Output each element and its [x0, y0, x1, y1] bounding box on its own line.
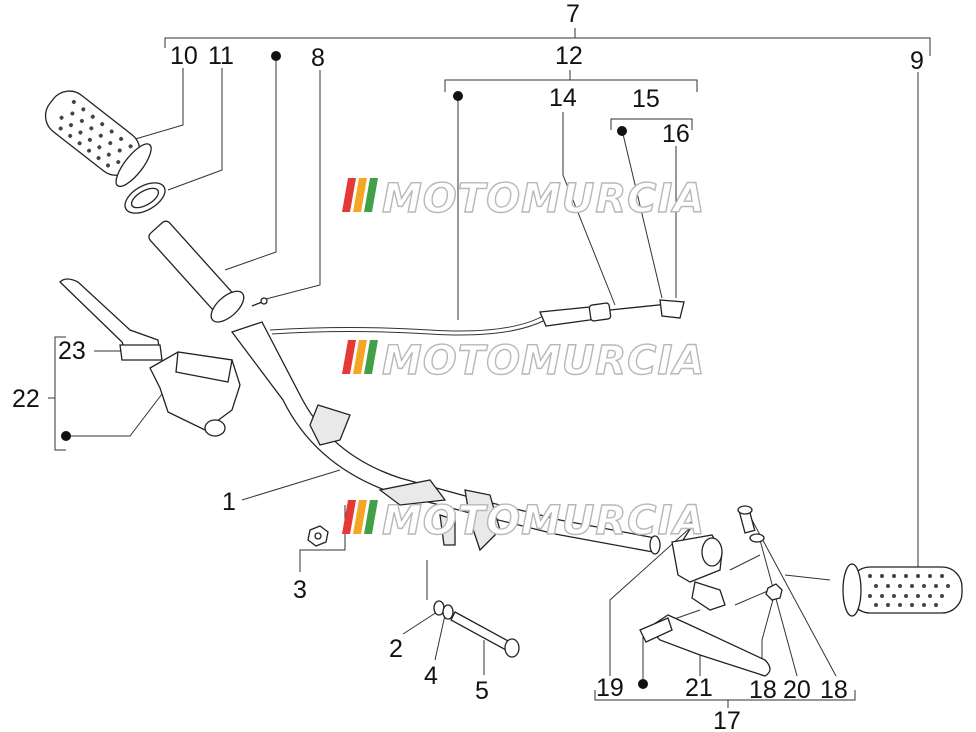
rear-brake-assembly-part [639, 534, 771, 677]
svg-text:MOTOMURCIA: MOTOMURCIA [382, 498, 705, 544]
watermark-logo-2: MOTOMURCIA [342, 337, 705, 385]
dot-markers [61, 51, 648, 689]
handlebar-part [230, 321, 661, 555]
washer-4-part [442, 604, 454, 620]
master-cylinder-part [149, 351, 241, 437]
label-14: 14 [549, 84, 577, 112]
label-20: 20 [783, 676, 811, 704]
brake-lever-part [59, 278, 163, 361]
throttle-tube-part [148, 220, 245, 323]
label-15: 15 [632, 85, 660, 113]
dot-marker-8 [271, 51, 281, 61]
label-4: 4 [424, 662, 438, 690]
left-grip-part [44, 90, 152, 188]
label-2: 2 [389, 635, 403, 663]
watermark-logo-3: MOTOMURCIA [342, 497, 705, 545]
bolt-part [450, 611, 520, 658]
label-19: 19 [596, 674, 624, 702]
label-12: 12 [555, 42, 583, 70]
svg-text:MOTOMURCIA: MOTOMURCIA [382, 176, 705, 222]
label-11: 11 [208, 42, 234, 70]
label-23: 23 [58, 337, 86, 365]
label-10: 10 [170, 42, 198, 70]
watermark-logo-1: MOTOMURCIA [342, 175, 705, 223]
nut-18-part [765, 583, 783, 601]
part-number-labels: 7 10 11 8 12 9 14 15 16 23 22 1 3 2 4 5 … [12, 0, 924, 732]
label-5: 5 [475, 677, 489, 705]
screw-19-part [682, 521, 696, 541]
label-9: 9 [910, 47, 924, 75]
svg-text:MOTOMURCIA: MOTOMURCIA [382, 338, 705, 384]
label-3: 3 [293, 576, 307, 604]
dot-marker-15 [617, 126, 627, 136]
label-16: 16 [662, 120, 690, 148]
bolt-20-part [737, 505, 765, 543]
throttle-screw-part [251, 297, 268, 307]
dot-marker-12 [453, 91, 463, 101]
label-17: 17 [713, 707, 741, 732]
throttle-cable-part [269, 299, 685, 336]
label-22: 22 [12, 385, 40, 413]
dot-marker-19 [638, 679, 648, 689]
label-1: 1 [222, 488, 236, 516]
dot-marker-22 [61, 431, 71, 441]
label-21: 21 [685, 674, 713, 702]
label-7: 7 [566, 0, 580, 28]
label-8: 8 [311, 44, 325, 72]
label-18-left: 18 [749, 676, 777, 704]
right-grip-part [842, 563, 963, 617]
label-18-right: 18 [820, 676, 848, 704]
